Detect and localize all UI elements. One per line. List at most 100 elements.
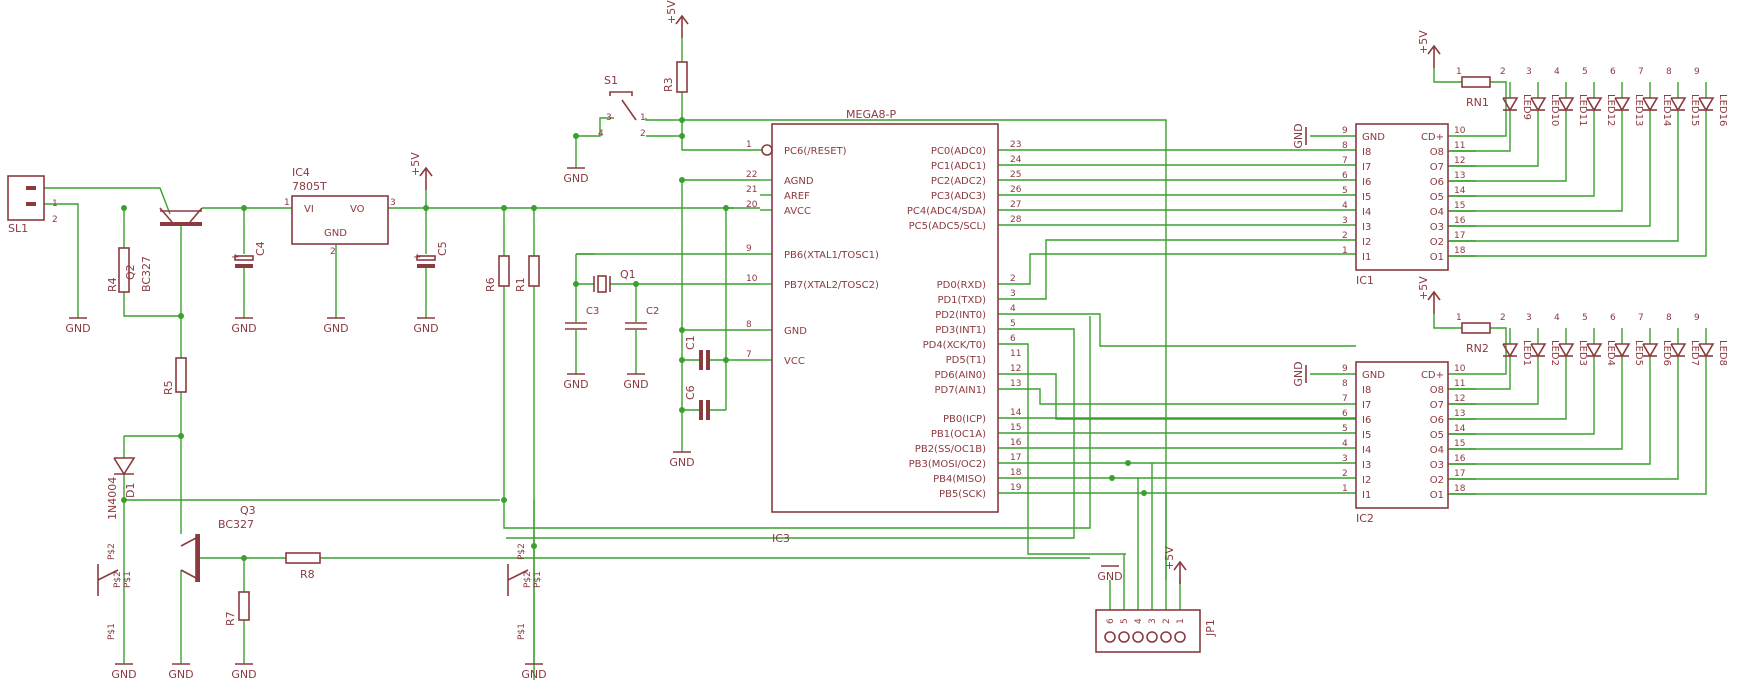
header-pin-num: 3 (1148, 618, 1158, 624)
connector-sl1 (7, 175, 45, 221)
transistor-q2-emitter (159, 207, 173, 223)
driver-pin-num: 5 (1342, 186, 1348, 196)
ic3-ref: IC3 (772, 532, 790, 545)
mcu-pin-num: 14 (1010, 408, 1022, 418)
wire-reset (681, 120, 762, 151)
junction-dot (679, 177, 685, 183)
vcc-label: +5V (665, 0, 678, 24)
right-p1b: P$1 (533, 571, 543, 588)
driver-pin-name: O1 (1430, 252, 1444, 263)
driver-pin-num: 4 (1342, 201, 1348, 211)
cap-plus: + (231, 252, 239, 263)
gnd-label: GND (1097, 570, 1122, 583)
driver-pin-name: O5 (1430, 192, 1444, 203)
led-icon (1558, 97, 1575, 112)
driver-ref: IC1 (1356, 274, 1374, 287)
driver-pin-num: 7 (1342, 394, 1348, 404)
led-ref: LED11 (1577, 94, 1588, 126)
gnd-label: GND (521, 668, 546, 681)
mcu-pin-num: 5 (1010, 319, 1016, 329)
rn-pin-num: 9 (1694, 313, 1700, 323)
wire (645, 118, 682, 121)
mcu-pin-num: 7 (746, 350, 752, 360)
sl1-pin-1 (26, 186, 36, 190)
driver-pin-num: 5 (1342, 424, 1348, 434)
rn-pin-num: 6 (1610, 313, 1616, 323)
rn-pin-num: 9 (1694, 67, 1700, 77)
driver-pin-name: CD+ (1421, 132, 1444, 143)
driver-pin-num: 15 (1454, 201, 1465, 211)
driver-pin-num: 12 (1454, 156, 1465, 166)
wire-pd1 (998, 239, 1356, 300)
wire-cd (1448, 327, 1507, 375)
mcu-pin-num: 4 (1010, 304, 1016, 314)
mcu-pin-name: PD1(TXD) (937, 295, 986, 306)
rn-pin-num: 7 (1638, 313, 1644, 323)
rn-pin-num: 3 (1526, 67, 1532, 77)
right-pushbutton-blade (507, 569, 529, 581)
led-ref: LED7 (1689, 340, 1700, 366)
led-ref: LED1 (1521, 340, 1532, 366)
gnd-label: GND (563, 172, 588, 185)
mcu-pin-name: PD2(INT0) (935, 310, 986, 321)
mcu-pin-name: PB3(MOSI/OC2) (909, 459, 987, 470)
driver-pin-num: 6 (1342, 409, 1348, 419)
pin-num: 4 (598, 129, 604, 139)
driver-pin-num: 18 (1454, 246, 1466, 256)
led-icon (1642, 97, 1659, 112)
rn-pin-num: 5 (1582, 67, 1588, 77)
wire-cd (1448, 81, 1507, 137)
wire-led-cathode (1448, 110, 1567, 182)
left-p2: P$2 (107, 543, 117, 560)
gnd-label: GND (65, 322, 90, 335)
transistor-q3-collector (180, 537, 197, 547)
header-pin (1160, 631, 1172, 643)
ic4-ref: IC4 (292, 166, 310, 179)
mcu-pin-num: 11 (1010, 349, 1021, 359)
led-icon (1698, 97, 1715, 112)
transistor-q2 (160, 222, 202, 226)
rn-pin-num: 7 (1638, 67, 1644, 77)
left-p1: P$1 (107, 623, 117, 640)
mcu-pin-name: PB0(ICP) (943, 414, 986, 425)
driver-pin-name: I7 (1362, 162, 1371, 173)
driver-pin-name: O8 (1430, 385, 1444, 396)
resistor-r4 (118, 247, 130, 293)
left-pushbutton-blade (97, 569, 119, 581)
transistor-q3 (196, 534, 200, 582)
wire-pd6 (998, 373, 1356, 420)
transistor-q2-collector (189, 207, 203, 223)
mcu-pin-name: PB7(XTAL2/TOSC2) (784, 280, 879, 291)
driver-pin-name: I2 (1362, 237, 1371, 248)
mcu-pin-num: 17 (1010, 453, 1021, 463)
wire-pd7 (998, 388, 1356, 405)
driver-pin-num: 17 (1454, 469, 1465, 479)
driver-pin-num: 12 (1454, 394, 1465, 404)
driver-pin-name: I6 (1362, 177, 1371, 188)
vcc-arrow-icon (1173, 560, 1187, 571)
led-ref: LED2 (1549, 340, 1560, 366)
rn-pin-num: 1 (1456, 313, 1462, 323)
driver-pin-num: 8 (1342, 141, 1348, 151)
junction-dot (679, 117, 685, 123)
mcu-pin-num: 10 (746, 274, 758, 284)
resistor-r7 (238, 591, 250, 621)
gnd-label: GND (111, 668, 136, 681)
transistor-q3-emitter (180, 569, 197, 579)
driver-pin-name: I8 (1362, 147, 1371, 158)
mcu-pin-name: PC6(/RESET) (784, 146, 847, 157)
wire-led-cathode (1448, 110, 1707, 257)
pin-num: 2 (640, 129, 646, 139)
led-icon (1586, 97, 1603, 112)
driver-pin-name: O7 (1430, 162, 1444, 173)
capacitor-c1 (699, 350, 703, 370)
gnd-label: GND (669, 456, 694, 469)
capacitor-c6 (706, 400, 710, 420)
d1-value: 1N4004 (106, 477, 119, 520)
pin-num: 2 (330, 247, 336, 257)
mcu-pin-num: 19 (1010, 483, 1022, 493)
gnd-label: GND (1292, 361, 1305, 386)
led-ref: LED13 (1633, 94, 1644, 126)
driver-pin-num: 14 (1454, 424, 1466, 434)
